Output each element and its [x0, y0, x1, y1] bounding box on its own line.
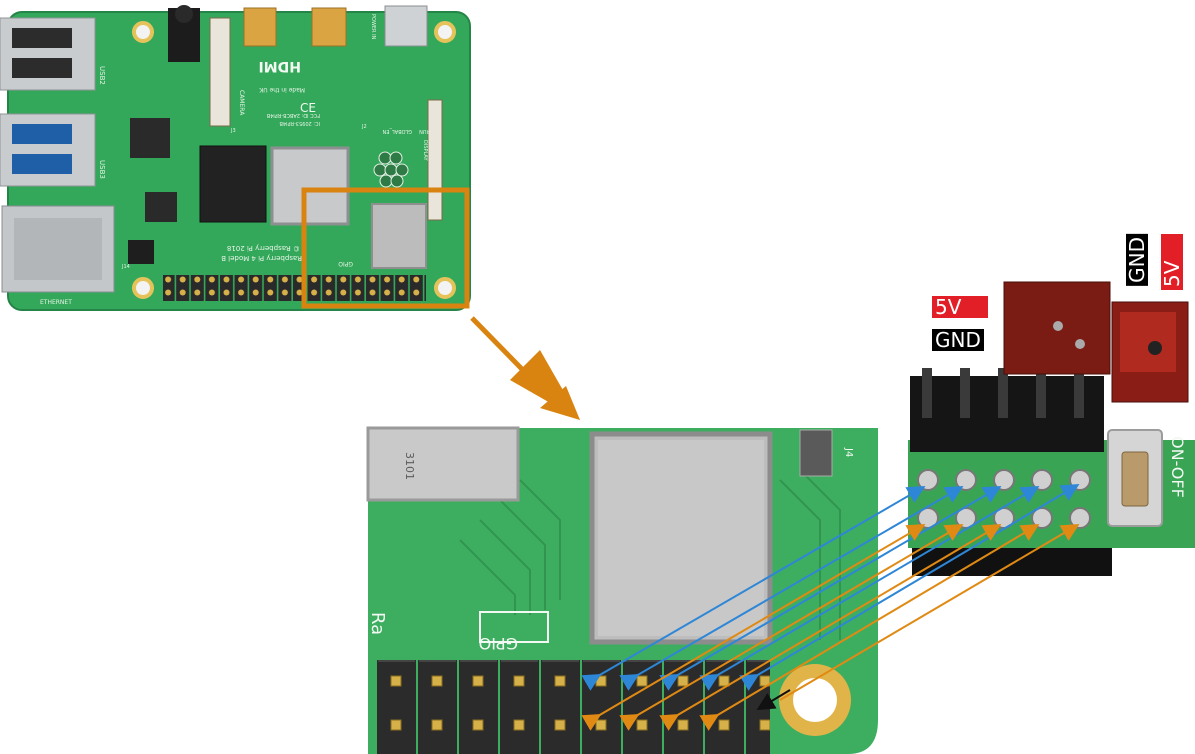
zoomed-board: 3101 J4 Ra GPIO	[366, 426, 878, 754]
label-gnd-left: GND	[932, 329, 984, 351]
j14-header	[128, 240, 154, 264]
wifi-module	[371, 203, 427, 269]
pmic-chip	[145, 192, 177, 222]
callout-box	[301, 187, 470, 309]
on-off-label: ON-OFF	[1168, 436, 1187, 498]
mounting-hole	[434, 277, 456, 299]
orange-wires	[581, 523, 1080, 731]
soc-chip	[270, 146, 350, 226]
ra-label: Ra	[367, 612, 388, 635]
usb2-label: USB2	[98, 66, 106, 85]
usb2-port	[0, 17, 96, 91]
usb3-label: USB3	[98, 160, 106, 179]
made-in-label: Made in the UK	[258, 86, 305, 93]
display-connector	[427, 99, 443, 221]
power-in-label: POWER IN	[370, 14, 376, 40]
copyright-label: © Raspberry Pi 2018	[227, 244, 300, 252]
model-label: Raspberry Pi 4 Model B	[221, 254, 302, 262]
micro-hdmi-0	[243, 7, 277, 47]
camera-connector	[209, 17, 231, 127]
j3-label: J3	[230, 128, 236, 134]
gpio-label: GPIO	[338, 260, 353, 267]
usb-controller-chip	[130, 118, 170, 158]
j14-label: J14	[121, 264, 130, 270]
camera-label: CAMERA	[238, 90, 245, 116]
gpio-header	[163, 275, 426, 301]
label-5v-top: 5V	[1160, 234, 1184, 290]
raspberry-logo	[373, 151, 409, 188]
raspberry-pi-board: USB2 USB3 ETHERNET CAMERA POWER IN DISPL…	[0, 5, 471, 311]
gpio-header-zoom	[376, 660, 770, 754]
gpio-zoom-label: GPIO	[479, 634, 518, 653]
run-label: RUN	[419, 128, 430, 134]
hdmi-label: HDMI	[259, 58, 301, 74]
fcc-id: FCC ID: 2ABCB-RPI4B	[266, 112, 320, 118]
ram-chip	[199, 145, 267, 223]
j4-connector	[799, 429, 833, 477]
soc-shield	[366, 426, 520, 502]
shield-text: 3101	[403, 452, 416, 480]
mounting-hole	[132, 21, 154, 43]
mounting-hole	[132, 277, 154, 299]
ce-mark: CE	[300, 101, 316, 115]
label-gnd-top: GND	[1125, 234, 1149, 286]
zoom-arrow	[470, 316, 580, 420]
label-5v-left: 5V	[932, 296, 988, 318]
ethernet-label: ETHERNET	[40, 299, 72, 306]
j4-label: J4	[843, 447, 854, 457]
mounting-hole	[434, 21, 456, 43]
global-en-label: GLOBAL_EN	[382, 128, 412, 134]
wires	[581, 483, 1080, 731]
ethernet-port	[1, 205, 115, 293]
ic-id: IC: 20953-RPI4B	[279, 120, 320, 126]
usb3-port	[0, 113, 96, 187]
display-label: DISPLAY	[422, 140, 428, 161]
j2-label: J2	[361, 124, 367, 130]
micro-hdmi-1	[311, 7, 347, 47]
black-wire	[756, 689, 791, 711]
usb-c-power	[384, 5, 428, 47]
